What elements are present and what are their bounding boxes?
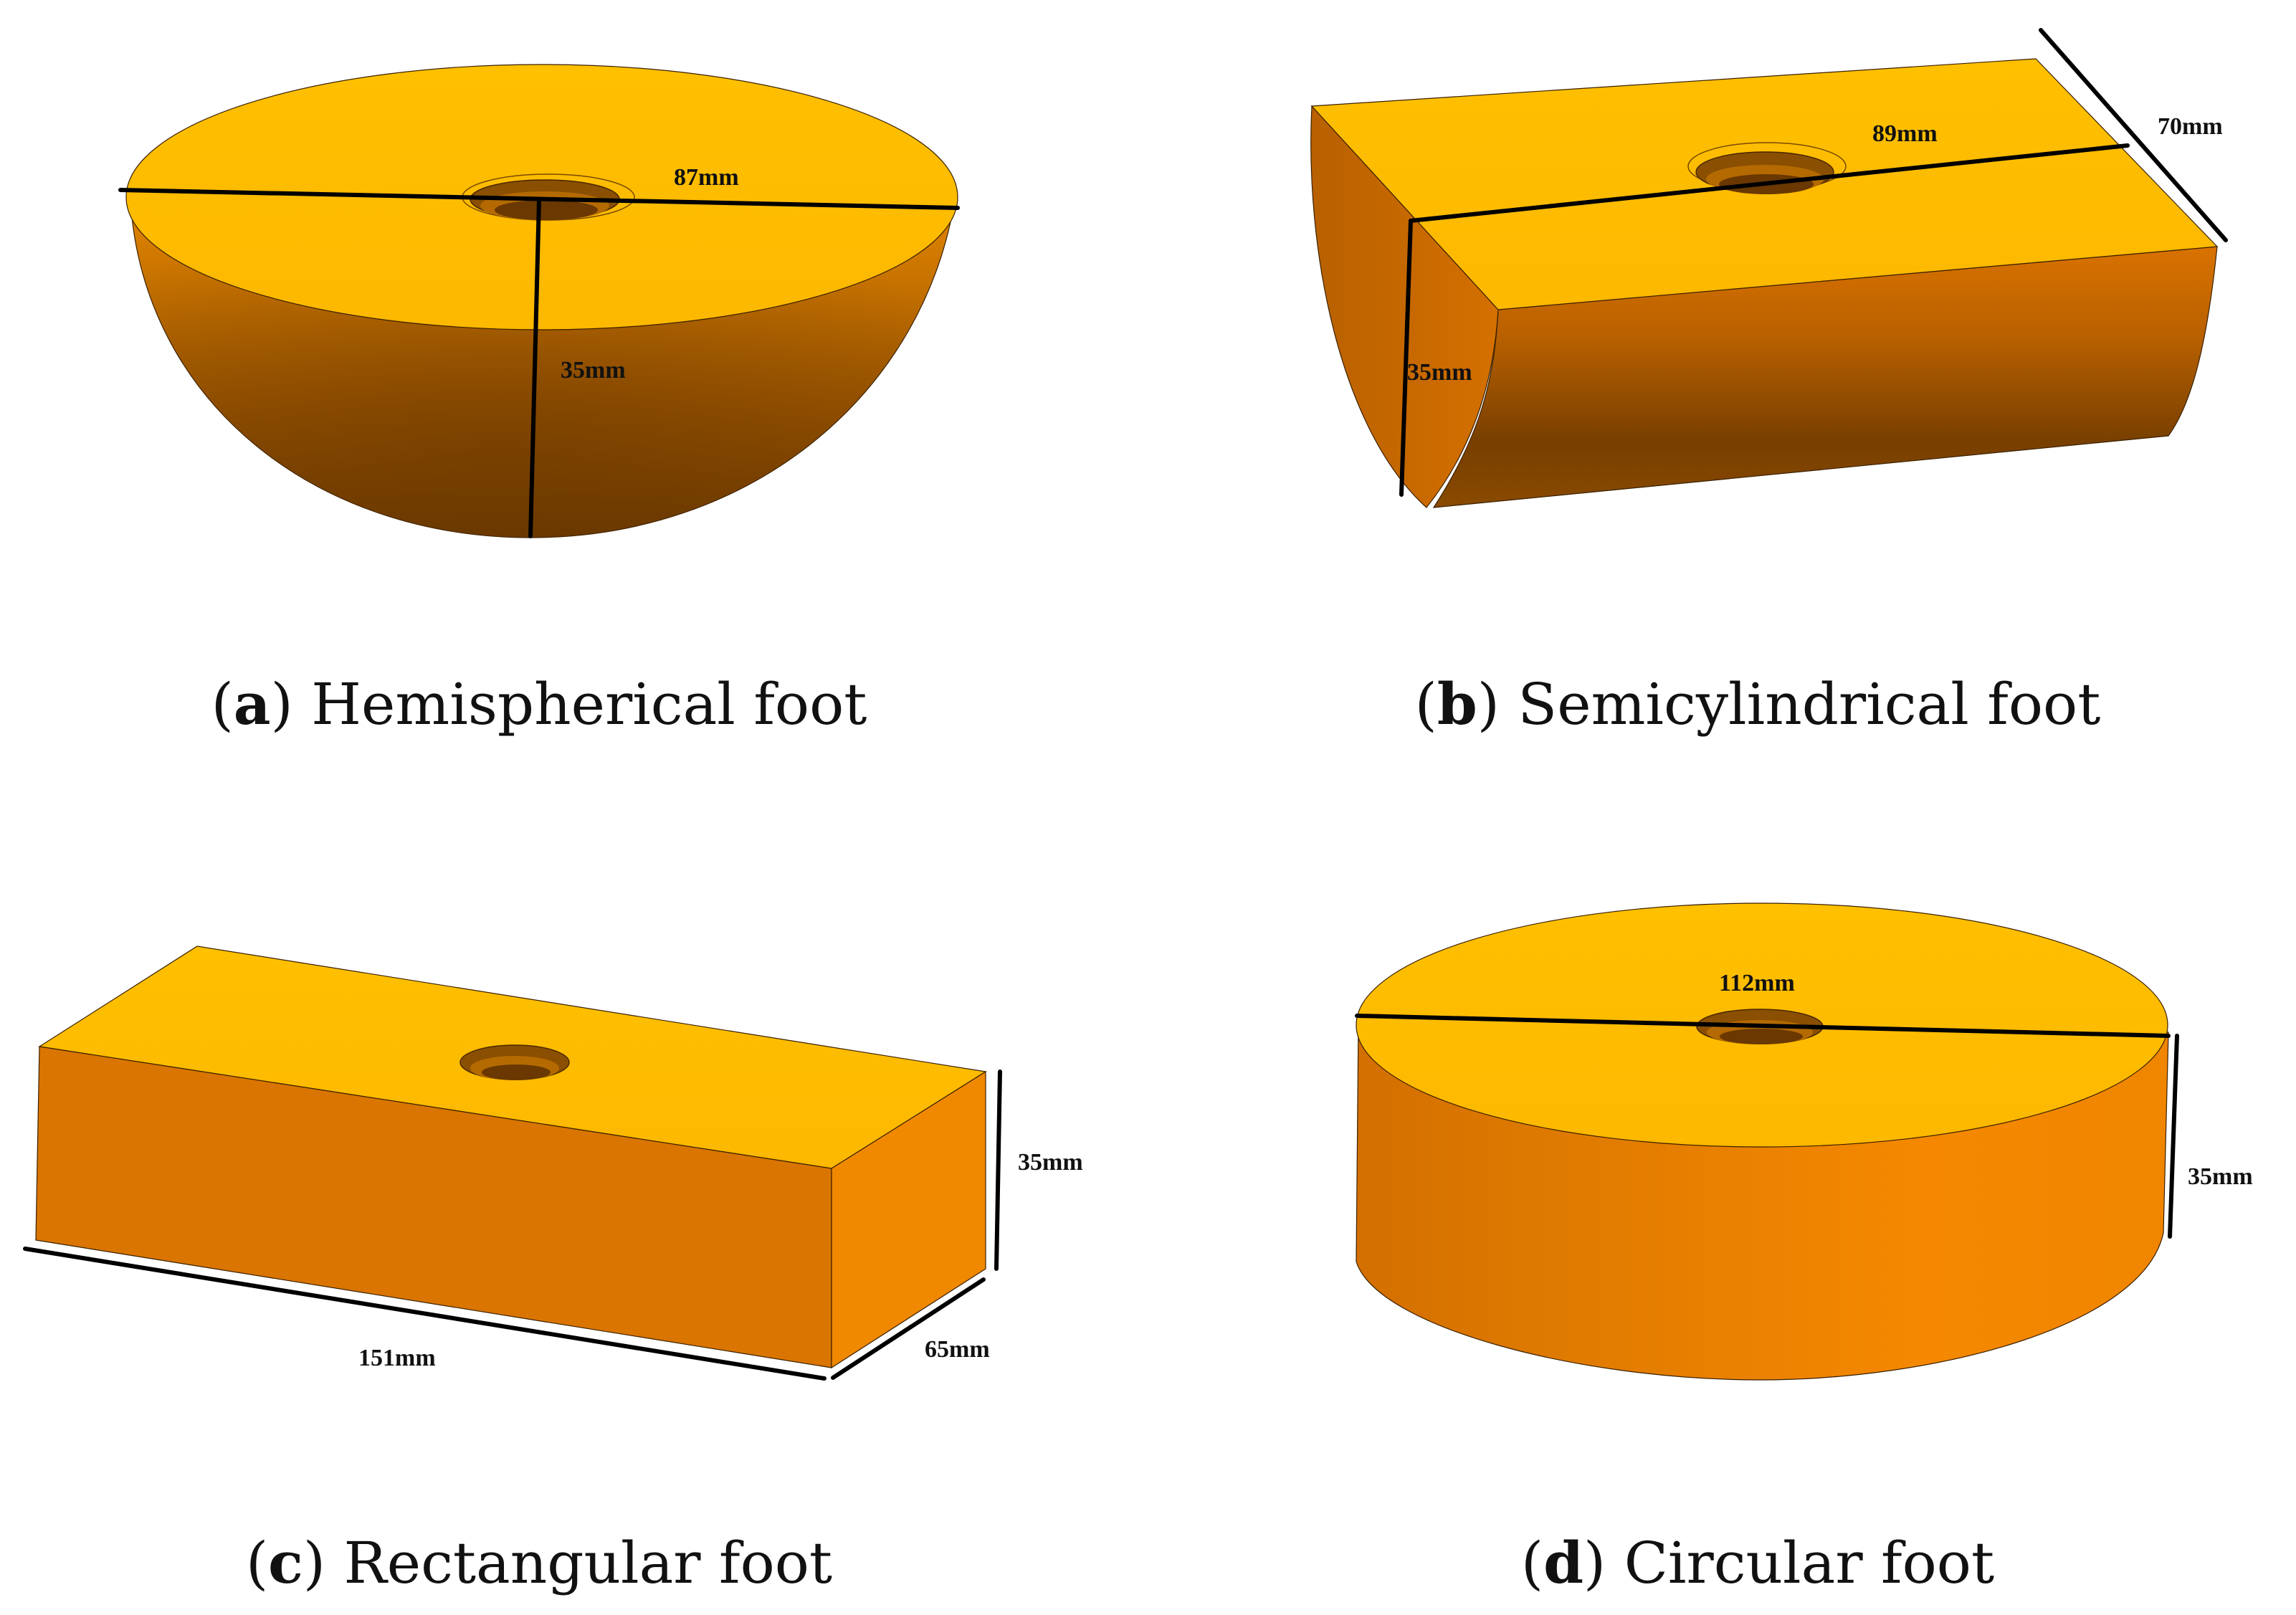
semicylinder-width-line — [2039, 28, 2228, 242]
semicylinder-curved-face — [1432, 246, 2218, 508]
block-width-line — [831, 1277, 986, 1380]
caption-a: (a) Hemispherical foot — [211, 670, 867, 738]
cylinder-diameter-line — [1355, 1014, 2171, 1038]
hemisphere-height-label: 35mm — [561, 357, 626, 383]
cylinder-height-line — [2168, 1034, 2179, 1239]
block-height-line — [994, 1069, 1002, 1271]
semicylinder-height-label: 35mm — [1407, 359, 1472, 386]
semicylinder-length-line — [1409, 143, 2130, 223]
semicylinder-height-line — [1399, 219, 1413, 497]
panel-a: 87mm 35mm (a) Hemispherical foot — [118, 64, 960, 738]
hemisphere-height-line — [528, 199, 541, 538]
block-hole-icon — [459, 1044, 570, 1080]
block-end-face — [831, 1070, 986, 1369]
block-length-line — [23, 1247, 827, 1381]
caption-d: (d) Circular foot — [1521, 1529, 1994, 1596]
semicylinder-end-face — [1310, 105, 1499, 508]
block-width-label: 65mm — [925, 1336, 990, 1363]
caption-b: (b) Semicylindrical foot — [1415, 670, 2101, 738]
cylinder-height-label: 35mm — [2188, 1163, 2253, 1190]
block-length-label: 151mm — [358, 1345, 436, 1371]
hemisphere-diameter-label: 87mm — [674, 164, 739, 191]
panel-d: 112mm 35mm (d) Circular foot — [1355, 902, 2253, 1596]
panel-b: 89mm 70mm 35mm (b) Semicylindrical foot — [1310, 28, 2228, 738]
block-height-label: 35mm — [1018, 1149, 1083, 1176]
cylinder-diameter-label: 112mm — [1719, 970, 1795, 996]
panel-c: 151mm 65mm 35mm (c) Rectangular foot — [23, 945, 1083, 1596]
semicylinder-width-label: 70mm — [2158, 113, 2223, 140]
caption-c: (c) Rectangular foot — [246, 1529, 832, 1596]
semicylinder-length-label: 89mm — [1872, 120, 1938, 147]
